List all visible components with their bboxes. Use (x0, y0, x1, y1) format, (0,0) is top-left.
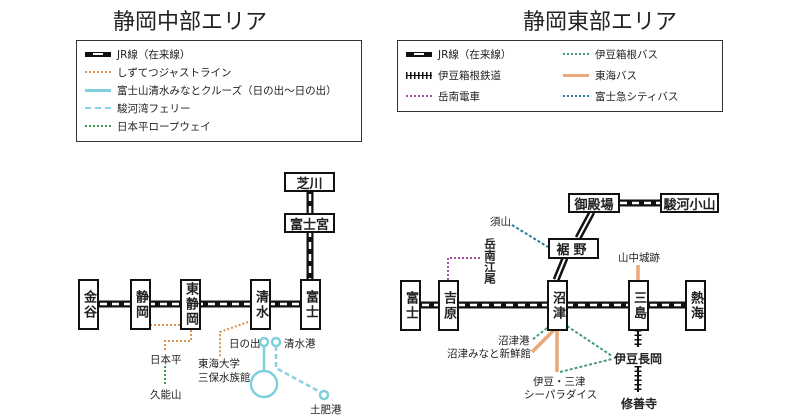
gakunan-line (447, 257, 482, 280)
jr-line-swatch (406, 51, 432, 57)
station-name: 駿河小山 (663, 197, 716, 213)
legend-item-cruise: 富士山清水みなとクルーズ（日の出〜日の出） (85, 83, 337, 97)
station-kanaya[interactable]: 金谷 (78, 279, 99, 330)
legend-item-ropeway: 日本平ロープウェイ (85, 119, 211, 133)
station-name: 裾野 (556, 243, 591, 258)
solid-orange-swatch (563, 73, 589, 77)
station-shimizu[interactable]: 清水 (250, 279, 271, 330)
label-nihondaira: 日本平 (150, 354, 182, 366)
station-gotemba[interactable]: 御殿場 (568, 193, 620, 213)
legend-item-fujikyu: 富士急シティバス (563, 89, 678, 103)
hatched-line-swatch (406, 71, 432, 79)
label-hinode: 日の出 (229, 338, 261, 350)
station-shizuoka[interactable]: 静岡 (130, 279, 151, 330)
station-name: 吉原 (441, 290, 456, 321)
station-susono[interactable]: 裾野 (548, 238, 599, 259)
label-tokai-univ: 東海大学 (198, 358, 240, 370)
label-toi-port: 土肥港 (310, 404, 342, 416)
label-shimizu-port: 清水港 (284, 338, 316, 350)
legend-label: 駿河湾フェリー (117, 102, 191, 115)
legend-label: 富士急シティバス (595, 90, 679, 103)
station-name: 金谷 (81, 289, 96, 320)
station-name: 富士 (303, 289, 318, 320)
station-atami[interactable]: 熱海 (685, 280, 706, 331)
dashed-cyan-swatch (85, 107, 111, 109)
station-izu-nagaoka[interactable]: 伊豆長岡 (614, 352, 663, 366)
station-yoshiwara[interactable]: 吉原 (438, 280, 459, 331)
central-area-title: 静岡中部エリア (112, 10, 268, 35)
legend-label: しずてつジャストライン (117, 66, 232, 79)
station-name: 東静岡 (183, 282, 198, 327)
legend-item-justline: しずてつジャストライン (85, 65, 232, 79)
dotted-purple-swatch (406, 95, 432, 97)
station-name: 三島 (631, 290, 646, 321)
station-fuji-east[interactable]: 富士 (400, 280, 421, 331)
station-name: 富士宮 (289, 217, 329, 233)
central-legend: JR線（在来線） しずてつジャストライン 富士山清水みなとクルーズ（日の出〜日の… (76, 40, 362, 142)
label-yamanaka-castle: 山中城跡 (618, 252, 660, 264)
legend-label: JR線（在来線） (117, 48, 191, 61)
station-name: 芝川 (296, 176, 323, 192)
station-name: 静岡 (133, 289, 148, 320)
fujikyu-route (511, 224, 549, 248)
label-izu-mito: 伊豆・三津 (533, 376, 586, 388)
station-shibakawa[interactable]: 芝川 (284, 172, 335, 192)
label-sea-paradise: シーパラダイス (524, 389, 598, 401)
dotted-orange-swatch (85, 71, 111, 73)
label-suyama: 須山 (490, 216, 511, 228)
east-legend: JR線（在来線） 伊豆箱根鉄道 岳南電車 伊豆箱根バス 東海バス 富士急シティバ… (397, 40, 723, 112)
tokai-bus-routes (530, 265, 640, 372)
station-shuzenji[interactable]: 修善寺 (621, 397, 658, 411)
solid-cyan-swatch (85, 88, 111, 92)
station-fujinomiya[interactable]: 富士宮 (284, 213, 335, 233)
label-gakunan-enoo: 岳南江尾 (483, 238, 497, 284)
station-name: 御殿場 (574, 197, 614, 213)
station-name: 沼津 (550, 290, 565, 321)
izuhakone-bus-routes (531, 325, 613, 373)
legend-item-jr: JR線（在来線） (406, 47, 511, 61)
legend-label: 東海バス (595, 69, 637, 82)
legend-item-jr: JR線（在来線） (85, 47, 190, 61)
station-name: 清水 (253, 289, 268, 320)
legend-label: 伊豆箱根鉄道 (438, 69, 501, 82)
legend-item-izuhakone-bus: 伊豆箱根バス (563, 47, 658, 61)
station-suruga-oyama[interactable]: 駿河小山 (660, 193, 719, 213)
legend-item-tokai-bus: 東海バス (563, 68, 637, 82)
legend-label: 日本平ロープウェイ (117, 120, 211, 133)
east-area-title: 静岡東部エリア (522, 10, 678, 35)
legend-item-ferry: 駿河湾フェリー (85, 101, 191, 115)
legend-label: 岳南電車 (438, 90, 480, 103)
legend-item-gakunan: 岳南電車 (406, 89, 480, 103)
legend-label: 伊豆箱根バス (595, 48, 658, 61)
justline-routes (150, 321, 249, 358)
label-kunozan: 久能山 (150, 389, 182, 401)
label-numazu-minato: 沼津みなと新鮮館 (447, 348, 531, 360)
station-name: 富士 (403, 290, 418, 321)
dotted-teal-swatch (563, 95, 589, 97)
station-numazu[interactable]: 沼津 (547, 280, 568, 331)
station-mishima[interactable]: 三島 (628, 280, 649, 331)
label-numazu-port: 沼津港 (498, 335, 530, 347)
dotted-green-swatch (85, 125, 111, 127)
legend-label: JR線（在来線） (438, 48, 512, 61)
cruise-route (249, 336, 330, 401)
jr-line-swatch (85, 51, 111, 57)
station-fuji-central[interactable]: 富士 (300, 279, 321, 330)
station-higashi-shizuoka[interactable]: 東静岡 (180, 279, 201, 330)
legend-label: 富士山清水みなとクルーズ（日の出〜日の出） (117, 84, 337, 97)
station-name: 熱海 (688, 290, 703, 321)
dotted-green-swatch (563, 53, 589, 55)
legend-item-izuhakone-railway: 伊豆箱根鉄道 (406, 68, 501, 82)
label-miho-aquarium: 三保水族館 (198, 372, 251, 384)
